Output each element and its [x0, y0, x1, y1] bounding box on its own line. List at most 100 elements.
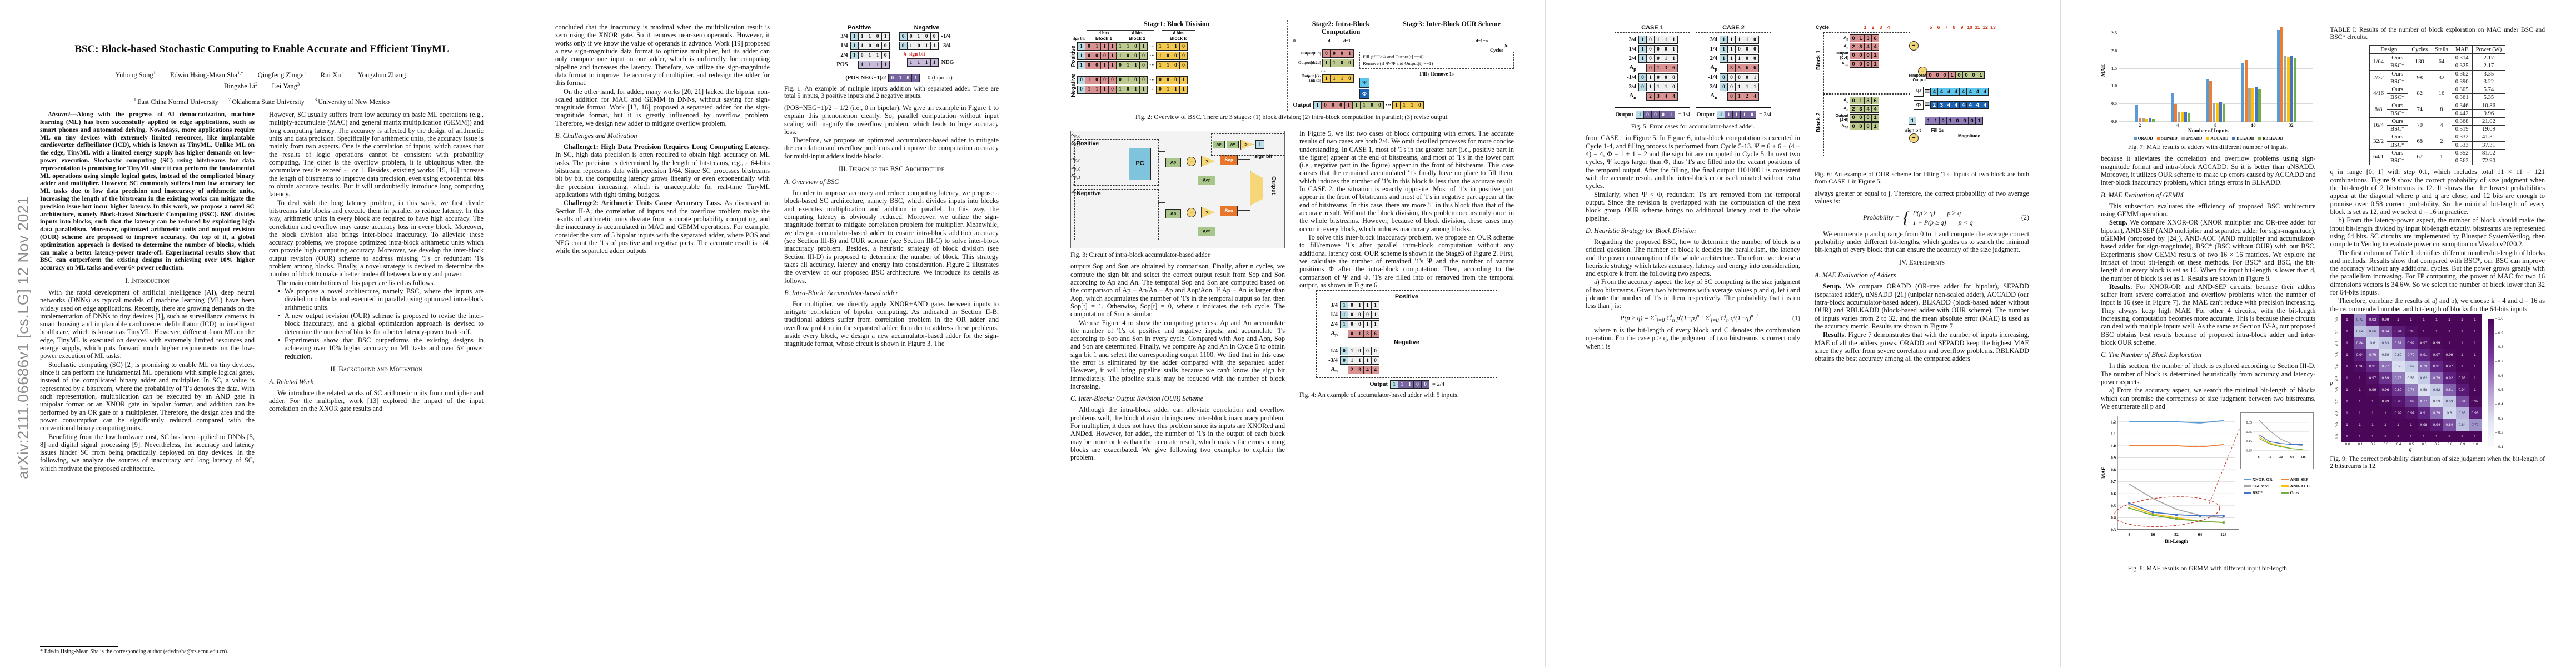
heatmap-cell: 1	[2340, 407, 2354, 420]
legend-marker	[2243, 479, 2251, 480]
cycle-number: 13	[1990, 24, 1996, 30]
sign-bit-cell: 0	[1077, 85, 1085, 94]
count-cell: 4	[1371, 366, 1379, 375]
x-tick-label: 0.4	[2396, 442, 2401, 447]
subsection-heading: B. Challenges and Motivation	[555, 132, 637, 140]
count-cell: 4	[1662, 92, 1671, 101]
value-cell: 4	[1966, 88, 1975, 96]
heatmap-cell: 1	[2379, 419, 2392, 431]
bit-cell: 0	[1172, 52, 1180, 61]
heatmap-cell: 0.72	[2468, 419, 2482, 431]
cycles-cell: 82	[2408, 86, 2432, 102]
bit-cell: 0	[1179, 52, 1188, 61]
sign-bit-cell: 1	[1638, 45, 1647, 53]
bar-groups	[2119, 24, 2313, 122]
author-sup: 1,*	[237, 69, 243, 76]
design-cell: 2/32	[2369, 69, 2387, 87]
heatmap-cell: 1	[2366, 431, 2379, 443]
heatmap-cell: 1	[2404, 419, 2418, 431]
value-cell: 4	[1959, 101, 1967, 109]
bit-cell: 1	[906, 58, 915, 67]
temporal-cell: 0	[1941, 71, 1949, 79]
colorbar-tick: – 0.6	[2495, 374, 2503, 378]
heatmap-cell: 0.63	[2379, 337, 2392, 350]
bit-cell: 1	[1132, 85, 1140, 94]
mae-cell: 0.332	[2451, 133, 2473, 142]
paragraph: Stochastic computing (SC) [2] is promisi…	[40, 360, 255, 432]
heatmap-cell: 1	[2417, 314, 2430, 326]
heatmap-cell: 1	[2340, 361, 2354, 373]
heatmap-cell: 1	[2353, 396, 2366, 408]
mae-cell: 0.390	[2451, 77, 2473, 87]
op-add: +	[1909, 41, 1919, 51]
output-label: Output[d:2d]	[1298, 61, 1321, 65]
ellipsis: ···	[1386, 102, 1392, 109]
figure-caption: Fig. 5: Error cases for accumulator-base…	[1631, 123, 1755, 130]
section-heading: I. Introduction	[125, 276, 170, 285]
method-cell: BSC*	[2387, 93, 2409, 102]
subscript: op	[1205, 178, 1211, 183]
heatmap-cell: 1	[2468, 384, 2482, 396]
dbits-label: d bits	[1120, 30, 1154, 36]
count-cell: 5	[1735, 64, 1743, 72]
heatmap-cell: 1	[2443, 326, 2456, 338]
value-cell: 3	[1864, 97, 1872, 104]
output-value: = 1/4	[1678, 112, 1690, 118]
bit-cell: 1	[865, 51, 874, 59]
temporal-cell: 0	[1962, 71, 1970, 79]
ellipsis: ···	[1320, 68, 1326, 75]
equation-part: (1−q)	[1735, 313, 1751, 322]
equation-part: C	[1665, 313, 1671, 322]
subscript: on	[1205, 229, 1211, 234]
paragraph: q in range [0, 1] with step 0.1, which i…	[2330, 168, 2545, 216]
bit-cell: 1	[930, 42, 939, 50]
paragraph: from CASE 1 in Figure 5. In Figure 6, in…	[1586, 134, 1800, 190]
count-cell: 0	[1646, 64, 1655, 72]
row-label: Ap	[1843, 34, 1848, 42]
paragraph: Therefore, we propose an optimized accum…	[784, 136, 999, 160]
heatmap-cell: 1	[2468, 349, 2482, 361]
temporal-cell: 0	[1955, 71, 1963, 79]
sign-bit-cell: 1	[1255, 140, 1264, 149]
value-cell: 0	[1864, 122, 1872, 131]
colorbar-gradient	[2487, 319, 2494, 448]
psi-chip: Ψ	[1359, 78, 1369, 88]
output-label: Output	[1696, 112, 1715, 118]
bit-cell: 1	[930, 58, 939, 67]
subscript: p	[1633, 66, 1637, 72]
subscript: p	[1846, 100, 1848, 104]
case-expr: 1 − P(p ≥ q)	[1912, 218, 1946, 226]
bit-cell: 0	[1348, 311, 1356, 320]
bit-cell: 1	[1100, 61, 1109, 70]
input-label: Sin,r	[1071, 156, 1080, 163]
bold-lead: Results.	[2109, 282, 2136, 291]
heatmap-cell: 0.94	[2430, 419, 2443, 431]
paragraph: The main contributions of this paper are…	[277, 278, 435, 287]
highlight-ellipse	[2114, 496, 2220, 527]
legend-label: ACCADD	[2210, 136, 2229, 141]
stalls-cell: 4	[2431, 117, 2452, 134]
heatmap-cell: 0.63	[2443, 396, 2456, 408]
author-name: Qingfeng Zhuge1	[257, 69, 306, 79]
bit-cell: 0	[1156, 85, 1165, 94]
bit-cell: 1	[1740, 111, 1748, 119]
bit-cell: 0	[1646, 36, 1655, 44]
bar-ORADD	[2135, 105, 2138, 122]
value-cell: 1	[1871, 60, 1879, 68]
bar-group-32	[2276, 27, 2296, 122]
